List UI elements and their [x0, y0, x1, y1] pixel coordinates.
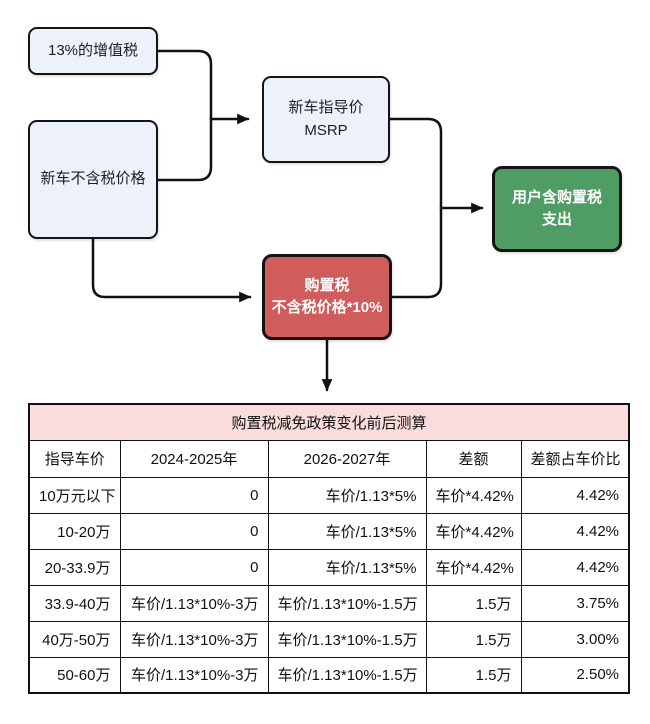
table-cell: 车价/1.13*10%-3万	[119, 620, 269, 658]
table-cell: 车价/1.13*10%-1.5万	[267, 620, 427, 658]
column-header: 2026-2027年	[267, 439, 427, 478]
node-user-cost-line1: 用户含购置税	[511, 188, 602, 206]
table-cell: 1.5万	[425, 656, 522, 694]
node-pretax-label: 新车不含税价格	[40, 170, 146, 188]
table-title: 购置税减免政策变化前后测算	[28, 403, 630, 441]
node-msrp-line1: 新车指导价	[288, 99, 364, 116]
node-msrp: 新车指导价 MSRP	[262, 76, 390, 163]
table-cell: 4.42%	[520, 476, 630, 514]
table-cell: 车价/1.13*10%-3万	[119, 584, 269, 622]
node-purchase-tax-line2: 不含税价格*10%	[271, 299, 383, 316]
table-cell: 车价/1.13*10%-3万	[119, 656, 269, 694]
connector-msrp-to-junction	[388, 117, 443, 210]
table-cell: 3.75%	[520, 584, 630, 622]
node-user-cost: 用户含购置税 支出	[492, 166, 622, 252]
connector-pretax-to-junction	[156, 117, 213, 182]
table-cell: 1.5万	[425, 620, 522, 658]
table-cell: 20-33.9万	[28, 548, 121, 586]
table-cell: 10-20万	[28, 512, 121, 550]
table-cell: 车价/1.13*5%	[267, 476, 427, 514]
table-cell: 4.42%	[520, 548, 630, 586]
table-cell: 车价/1.13*10%-1.5万	[267, 656, 427, 694]
table-cell: 3.00%	[520, 620, 630, 658]
table-cell: 50-60万	[28, 656, 121, 694]
table-cell: 0	[119, 512, 269, 550]
table-cell: 2.50%	[520, 656, 630, 694]
connector-tax-to-junction	[390, 206, 443, 299]
column-header: 差额占车价比	[520, 439, 630, 478]
column-header: 差额	[425, 439, 522, 478]
column-header: 指导车价	[28, 439, 121, 478]
table-cell: 0	[119, 548, 269, 586]
node-user-cost-line2: 支出	[541, 211, 572, 228]
node-purchase-tax: 购置税 不含税价格*10%	[262, 254, 392, 340]
table-cell: 车价*4.42%	[425, 512, 522, 550]
node-vat-13pct: 13%的增值税	[28, 27, 158, 75]
node-purchase-tax-line1: 购置税	[304, 276, 350, 294]
table-title-row: 购置税减免政策变化前后测算	[28, 403, 630, 441]
table-cell: 1.5万	[425, 584, 522, 622]
table-cell: 33.9-40万	[28, 584, 121, 622]
table-cell: 40万-50万	[28, 620, 121, 658]
table-cell: 车价*4.42%	[425, 548, 522, 586]
arrow-pretax-to-tax	[91, 237, 252, 303]
table-cell: 10万元以下	[28, 476, 121, 514]
node-vat-label: 13%的增值税	[47, 41, 139, 59]
column-header: 2024-2025年	[119, 439, 269, 478]
table-cell: 0	[119, 476, 269, 514]
connector-vat-to-junction	[156, 49, 213, 121]
table-cell: 4.42%	[520, 512, 630, 550]
node-pretax-price: 新车不含税价格	[28, 120, 158, 239]
table-cell: 车价*4.42%	[425, 476, 522, 514]
table-cell: 车价/1.13*5%	[267, 548, 427, 586]
node-msrp-line2: MSRP	[304, 121, 348, 139]
table-cell: 车价/1.13*5%	[267, 512, 427, 550]
table-cell: 车价/1.13*10%-1.5万	[267, 584, 427, 622]
